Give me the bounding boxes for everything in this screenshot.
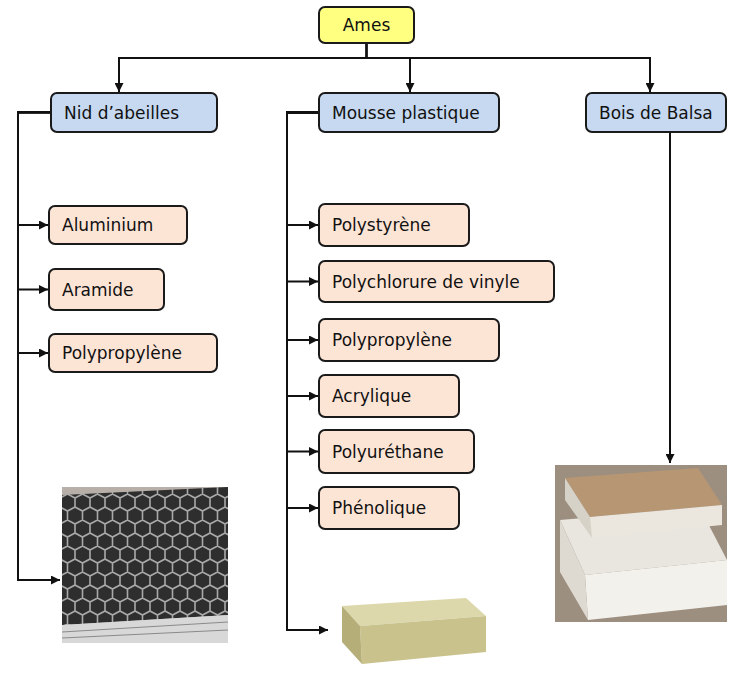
connector-arrow bbox=[367, 44, 651, 92]
node-label: Aramide bbox=[62, 280, 134, 300]
material-box: Acrylique bbox=[318, 374, 460, 418]
leader-line bbox=[669, 132, 671, 463]
node-label: Polypropylène bbox=[332, 330, 452, 350]
foam-picture bbox=[342, 598, 486, 664]
connector-arrow bbox=[119, 44, 367, 92]
node-label: Bois de Balsa bbox=[599, 103, 713, 123]
node-label: Aluminium bbox=[62, 215, 153, 235]
category-box: Mousse plastique bbox=[318, 92, 500, 133]
material-box: Polystyrène bbox=[318, 203, 470, 247]
material-box: Aramide bbox=[48, 268, 165, 311]
connector-arrow bbox=[18, 113, 50, 226]
node-label: Nid d’abeilles bbox=[64, 103, 179, 123]
material-box: Aluminium bbox=[48, 205, 188, 245]
node-label: Acrylique bbox=[332, 386, 411, 406]
node-label: Polypropylène bbox=[62, 343, 182, 363]
wood-picture bbox=[555, 465, 727, 622]
root-box: Ames bbox=[318, 6, 415, 44]
connector-arrow bbox=[18, 113, 50, 290]
honeycomb-picture bbox=[62, 487, 228, 643]
node-label: Phénolique bbox=[332, 498, 426, 518]
node-label: Ames bbox=[343, 15, 391, 35]
connector-arrow bbox=[287, 113, 318, 509]
connector-arrow bbox=[287, 113, 318, 282]
material-box: Phénolique bbox=[318, 486, 460, 530]
connector-arrow bbox=[287, 113, 318, 452]
node-label: Polystyrène bbox=[332, 215, 431, 235]
connector-arrow bbox=[287, 113, 318, 397]
leader-line bbox=[287, 112, 328, 630]
node-label: Polychlorure de vinyle bbox=[332, 272, 520, 292]
material-box: Polypropylène bbox=[48, 333, 218, 373]
category-box: Bois de Balsa bbox=[585, 92, 727, 133]
connector-arrow bbox=[18, 113, 50, 354]
node-label: Mousse plastique bbox=[332, 103, 480, 123]
node-label: Polyuréthane bbox=[332, 442, 444, 462]
material-box: Polychlorure de vinyle bbox=[318, 260, 555, 303]
material-box: Polyuréthane bbox=[318, 429, 475, 474]
connector-arrow bbox=[367, 44, 411, 92]
connector-arrow bbox=[287, 113, 318, 226]
category-box: Nid d’abeilles bbox=[50, 92, 218, 133]
material-box: Polypropylène bbox=[318, 318, 500, 362]
connector-arrow bbox=[287, 113, 318, 341]
